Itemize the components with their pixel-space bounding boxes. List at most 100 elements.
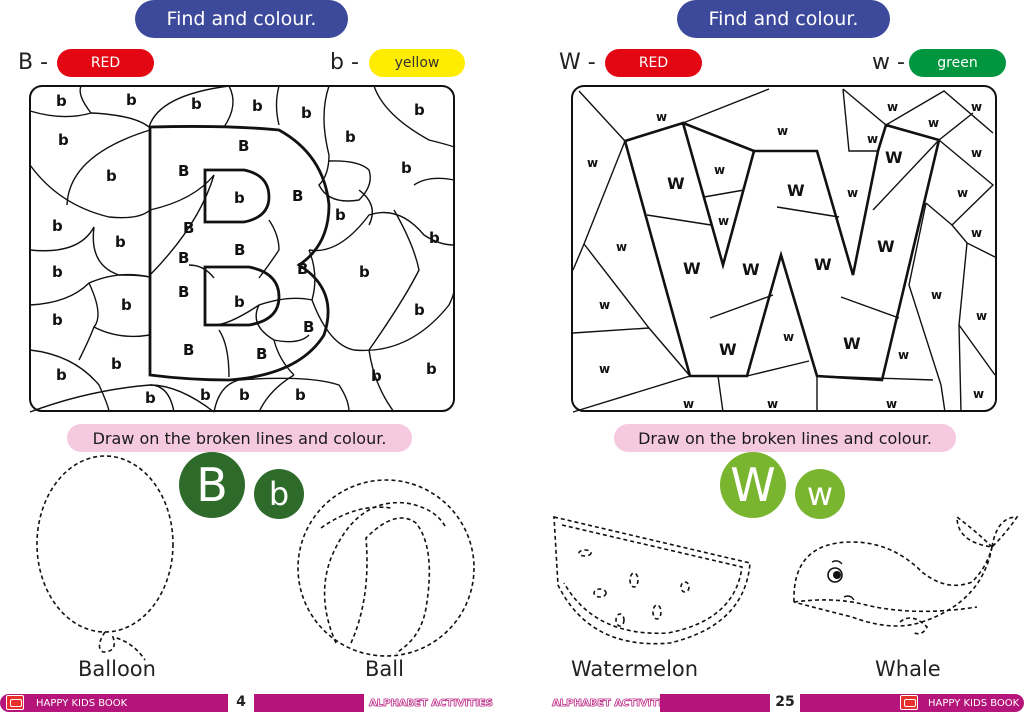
svg-text:w: w [714, 163, 725, 177]
key-color-red: RED [605, 49, 702, 77]
svg-text:w: w [898, 348, 909, 362]
page-title: Find and colour. [677, 0, 890, 38]
svg-text:b: b [359, 263, 370, 281]
watermelon-outline-icon [553, 515, 751, 645]
svg-text:b: b [371, 367, 382, 385]
svg-text:w: w [656, 110, 667, 124]
puzzle-b-shapes: BBB BBB BBB BBB bbb bbb bbb bbb bbb bbb … [29, 85, 455, 413]
key-lowercase-letter: b - [330, 50, 359, 75]
svg-text:W: W [683, 259, 701, 278]
svg-text:b: b [111, 355, 122, 373]
svg-text:B: B [234, 241, 245, 259]
svg-text:W: W [719, 340, 737, 359]
footer-brand: HAPPY KIDS BOOK [36, 697, 128, 709]
whale-tracing[interactable] [792, 512, 1019, 647]
watermelon-tracing[interactable] [550, 515, 760, 650]
svg-text:B: B [256, 345, 267, 363]
svg-text:w: w [587, 156, 598, 170]
svg-text:w: w [718, 214, 729, 228]
picture-label-whale: Whale [875, 657, 941, 681]
publisher-logo-icon [6, 695, 24, 710]
footer-section-title: ALPHABET ACTIVITIES [369, 697, 494, 709]
svg-text:B: B [178, 249, 189, 267]
footer-brand: HAPPY KIDS BOOK [928, 697, 1020, 709]
svg-text:b: b [121, 296, 132, 314]
svg-text:b: b [58, 131, 69, 149]
svg-text:B: B [292, 187, 303, 205]
lowercase-letter-circle: b [254, 469, 304, 519]
find-and-colour-puzzle-b[interactable]: BBB BBB BBB BBB bbb bbb bbb bbb bbb bbb … [29, 85, 455, 413]
svg-text:w: w [931, 288, 942, 302]
publisher-logo-icon [900, 695, 918, 710]
svg-text:w: w [971, 226, 982, 240]
left-page: Find and colour. B - RED b - yellow [0, 0, 494, 713]
key-color-green: green [909, 49, 1006, 77]
svg-text:w: w [971, 146, 982, 160]
svg-text:b: b [52, 311, 63, 329]
svg-text:b: b [414, 301, 425, 319]
footer-bar-middle [254, 694, 364, 712]
key-color-yellow: yellow [369, 49, 465, 77]
svg-text:w: w [971, 100, 982, 114]
svg-text:b: b [429, 229, 440, 247]
page-title: Find and colour. [135, 0, 348, 38]
picture-label-balloon: Balloon [78, 657, 156, 681]
svg-text:B: B [183, 341, 194, 359]
svg-text:W: W [877, 237, 895, 256]
svg-text:w: w [887, 100, 898, 114]
footer-bar-left [0, 694, 232, 712]
svg-text:B: B [178, 283, 189, 301]
svg-text:b: b [126, 91, 137, 109]
svg-text:w: w [928, 116, 939, 130]
svg-text:B: B [303, 318, 314, 336]
svg-text:w: w [847, 186, 858, 200]
svg-text:b: b [56, 92, 67, 110]
picture-label-ball: Ball [365, 657, 404, 681]
svg-text:b: b [426, 360, 437, 378]
svg-text:b: b [401, 159, 412, 177]
page-number: 25 [770, 691, 800, 713]
svg-text:W: W [667, 174, 685, 193]
ball-outline-icon [297, 479, 475, 657]
svg-text:b: b [56, 366, 67, 384]
svg-text:b: b [200, 386, 211, 404]
ball-tracing[interactable] [296, 478, 476, 657]
svg-text:w: w [973, 387, 984, 401]
key-uppercase-letter: B - [18, 50, 49, 75]
svg-text:W: W [843, 334, 861, 353]
page-number: 4 [228, 691, 254, 713]
footer-bar-middle [660, 694, 770, 712]
balloon-outline-icon [36, 455, 174, 661]
svg-text:b: b [239, 386, 250, 404]
svg-text:b: b [335, 206, 346, 224]
svg-text:b: b [301, 104, 312, 122]
svg-text:W: W [742, 260, 760, 279]
instruction-banner: Draw on the broken lines and colour. [67, 424, 412, 452]
svg-text:w: w [867, 132, 878, 146]
svg-text:w: w [886, 397, 897, 411]
svg-text:b: b [52, 263, 63, 281]
svg-text:w: w [683, 397, 694, 411]
svg-text:B: B [183, 219, 194, 237]
balloon-tracing[interactable] [33, 452, 178, 661]
svg-text:W: W [814, 255, 832, 274]
svg-text:b: b [252, 97, 263, 115]
uppercase-letter-circle: W [720, 452, 786, 518]
svg-text:W: W [787, 181, 805, 200]
svg-text:b: b [106, 167, 117, 185]
key-color-red: RED [57, 49, 154, 77]
svg-text:w: w [976, 309, 987, 323]
svg-text:w: w [599, 362, 610, 376]
svg-text:b: b [115, 233, 126, 251]
svg-text:w: w [783, 330, 794, 344]
svg-text:b: b [234, 293, 245, 311]
svg-text:b: b [414, 101, 425, 119]
svg-text:w: w [616, 240, 627, 254]
uppercase-letter-circle: B [179, 452, 245, 518]
instruction-banner: Draw on the broken lines and colour. [614, 424, 956, 452]
svg-text:B: B [238, 137, 249, 155]
svg-text:B: B [297, 260, 308, 278]
key-uppercase-letter: W - [559, 50, 596, 75]
